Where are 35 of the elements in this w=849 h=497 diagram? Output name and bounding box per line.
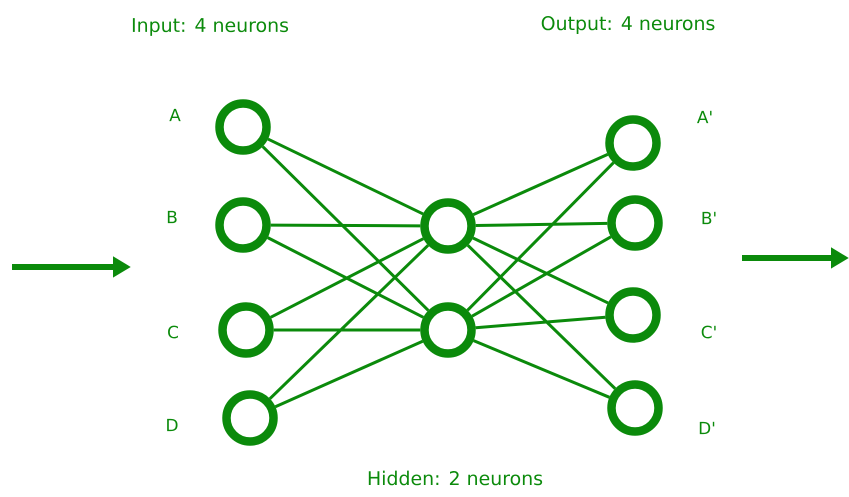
- connection-line: [476, 316, 606, 330]
- neuron-circle: [222, 390, 278, 446]
- neuron-label: C: [168, 326, 178, 338]
- neuron-circle: [605, 115, 661, 171]
- neuron-circle: [215, 99, 271, 155]
- connection-line: [476, 222, 608, 228]
- neuron-label: D': [700, 422, 714, 434]
- layer-caption: Input: 4 neurons: [132, 18, 288, 36]
- connection-line: [473, 339, 610, 399]
- connection-line: [471, 235, 612, 318]
- connection-line: [262, 145, 430, 312]
- connection-line: [268, 244, 430, 400]
- neuron-label: C': [702, 326, 716, 338]
- neuron-circle: [607, 195, 663, 251]
- neuron-label: A': [697, 110, 712, 124]
- connection-line: [466, 244, 616, 390]
- connection-line: [270, 224, 420, 228]
- neuron-circle: [605, 287, 661, 343]
- neuron-circle: [607, 380, 663, 436]
- neuron-circle: [215, 197, 271, 253]
- neuron-label: B': [702, 212, 716, 224]
- neuron-label: D: [167, 418, 178, 432]
- connection-line: [472, 236, 609, 304]
- connection-line: [472, 152, 608, 216]
- connection-line: [274, 340, 424, 408]
- neuron-circle: [420, 302, 476, 358]
- layer-caption: Hidden: 2 neurons: [368, 470, 542, 486]
- neuron-circle: [218, 302, 274, 358]
- layer-caption: Output: 4 neurons: [542, 16, 714, 34]
- neuron-label: A: [169, 108, 181, 122]
- connection-line: [466, 162, 615, 312]
- connection-line: [274, 328, 420, 332]
- neuron-label: B: [168, 210, 177, 224]
- neuron-circle: [420, 198, 476, 254]
- connection-line: [267, 138, 424, 216]
